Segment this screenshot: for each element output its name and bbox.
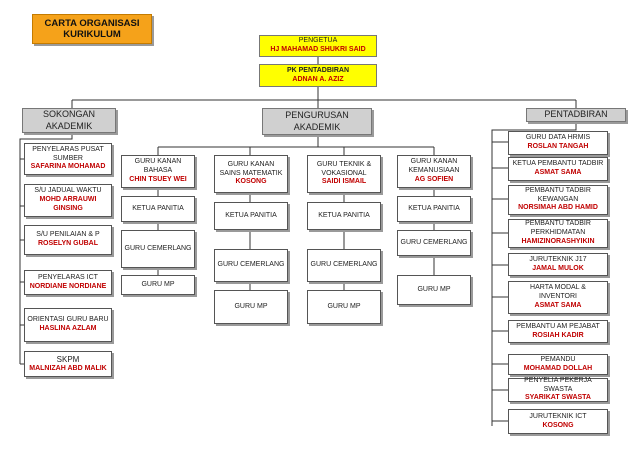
left-box-1: S/U JADUAL WAKTU MOHD ARRAUWI GINSING [24,184,112,217]
col1-ketua: KETUA PANITIA [121,196,195,222]
col1-mp: GURU MP [121,275,195,295]
right-box-9: JURUTEKNIK ICT KOSONG [508,409,608,434]
col3-ketua: KETUA PANITIA [307,202,381,230]
right-box-8: PENYELIA PEKERJA SWASTA SYARIKAT SWASTA [508,377,608,402]
pengetua-box: PENGETUA HJ MAHAMAD SHUKRI SAID [259,35,377,57]
right-box-5: HARTA MODAL & INVENTORI ASMAT SAMA [508,281,608,314]
pentadbiran-box: PENTADBIRAN [526,108,626,122]
right-box-6: PEMBANTU AM PEJABAT ROSIAH KADIR [508,320,608,343]
left-box-0: PENYELARAS PUSAT SUMBER SAFARINA MOHAMAD [24,143,112,175]
col4-cemerlang: GURU CEMERLANG [397,230,471,256]
right-box-3: PEMBANTU TADBIR PERKHIDMATAN HAMIZINORAS… [508,219,608,248]
col4-ketua: KETUA PANITIA [397,196,471,222]
left-box-3: PENYELARAS ICT NORDIANE NORDIANE [24,270,112,295]
chart-title: CARTA ORGANISASI KURIKULUM [32,14,152,44]
right-box-2: PEMBANTU TADBIR KEWANGAN NORSIMAH ABD HA… [508,185,608,215]
col4-head: GURU KANAN KEMANUSIAAN AG SOFIEN [397,155,471,188]
col3-cemerlang: GURU CEMERLANG [307,249,381,282]
col1-head: GURU KANAN BAHASA CHIN TSUEY WEI [121,155,195,188]
pk-pentadbiran-box: PK PENTADBIRAN ADNAN A. AZIZ [259,64,377,87]
col2-mp: GURU MP [214,290,288,324]
col4-mp: GURU MP [397,275,471,305]
left-box-4: ORIENTASI GURU BARU HASLINA AZLAM [24,308,112,342]
right-box-4: JURUTEKNIK J17 JAMAL MULOK [508,253,608,276]
right-box-1: KETUA PEMBANTU TADBIR ASMAT SAMA [508,157,608,181]
col1-cemerlang: GURU CEMERLANG [121,230,195,268]
col2-cemerlang: GURU CEMERLANG [214,249,288,282]
right-box-0: GURU DATA HRMIS ROSLAN TANGAH [508,131,608,155]
pengurusan-akademik-box: PENGURUSAN AKADEMIK [262,108,372,135]
col3-head: GURU TEKNIK & VOKASIONAL SAIDI ISMAIL [307,155,381,193]
col2-ketua: KETUA PANITIA [214,202,288,230]
sokongan-akademik-box: SOKONGAN AKADEMIK [22,108,116,133]
right-box-7: PEMANDU MOHAMAD DOLLAH [508,354,608,375]
col3-mp: GURU MP [307,290,381,324]
col2-head: GURU KANAN SAINS MATEMATIK KOSONG [214,155,288,193]
left-box-2: S/U PENILAIAN & P ROSELYN GUBAL [24,225,112,255]
left-box-5: SKPM MALNIZAH ABD MALIK [24,351,112,377]
